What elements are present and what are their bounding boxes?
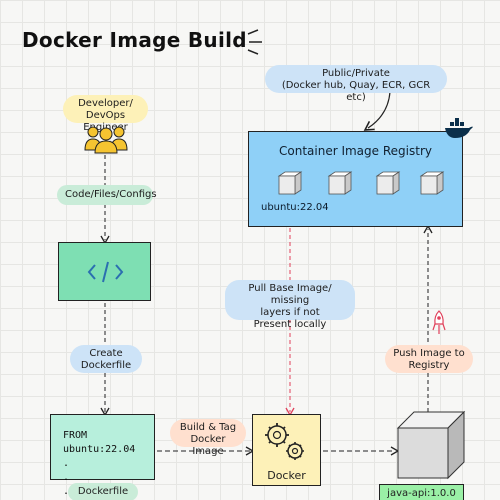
- docker-whale-icon: [445, 118, 473, 138]
- gears-icon: [265, 423, 304, 460]
- step-create-dockerfile: Create Dockerfile: [70, 345, 142, 373]
- step-build-tag: Build & Tag Docker Image: [170, 419, 246, 457]
- dockerfile-box: FROM ubuntu:22.04 . . .: [50, 414, 155, 497]
- container-image-registry: Container Image Registry ubuntu:22.04: [248, 131, 463, 227]
- registry-cube-icon: [419, 171, 445, 195]
- dockerfile-code: FROM ubuntu:22.04 . . .: [63, 430, 136, 497]
- step-push-image: Push Image to Registry: [385, 345, 473, 373]
- arrow-note-to-registry: [363, 91, 391, 131]
- rocket-pin-icon: [432, 310, 446, 334]
- registry-cube-icon: [327, 171, 353, 195]
- registry-cube-icon: [277, 171, 303, 195]
- registry-cube-icon: [375, 171, 401, 195]
- base-image-label: ubuntu:22.04: [261, 202, 329, 213]
- image-cube-icon: [396, 410, 466, 480]
- code-file-icon: [87, 261, 124, 283]
- image-tag: java-api:1.0.0: [379, 484, 464, 500]
- users-icon: [84, 126, 128, 154]
- page-title: Docker Image Build: [22, 28, 247, 52]
- title-decoration: [247, 29, 262, 55]
- docker-engine-box: Docker: [252, 414, 321, 486]
- registry-note: Public/Private (Docker hub, Quay, ECR, G…: [265, 65, 447, 103]
- step-code-files: Code/Files/Configs: [57, 185, 157, 205]
- step-pull-base-image: Pull Base Image/ missing layers if not P…: [225, 280, 355, 330]
- docker-label: Docker: [267, 469, 306, 482]
- registry-title: Container Image Registry: [279, 144, 432, 158]
- registry-images: [277, 171, 445, 195]
- dockerfile-caption: Dockerfile: [68, 483, 138, 500]
- developer-label: Developer/ DevOps Engineer: [63, 95, 148, 133]
- code-box: [58, 242, 151, 301]
